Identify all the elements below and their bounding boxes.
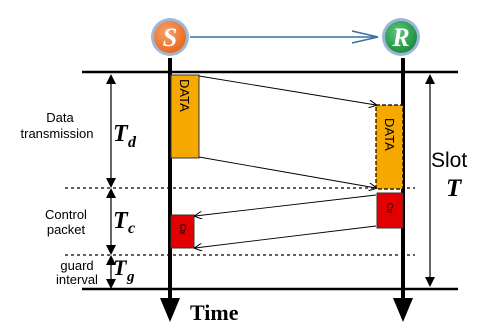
svg-text:d: d [128, 134, 137, 151]
receiver-time-axis [393, 58, 413, 322]
slot-label: Slot [431, 149, 467, 172]
tc-symbol: T c [113, 208, 135, 237]
control-packet-label-2: packet [47, 222, 86, 237]
control-end-propagation [195, 225, 377, 248]
link-arrowhead [351, 30, 379, 44]
guard-interval-label-1: guard [60, 258, 93, 273]
control-packet-received-label: Ctr [385, 203, 394, 214]
control-packet-sent-label: Ctr [178, 224, 187, 235]
data-transmission-label-1: Data [46, 110, 74, 125]
data-transmission-label-2: transmission [21, 126, 94, 141]
receiver-node: R [382, 18, 420, 56]
control-packet-label-1: Control [45, 207, 87, 222]
data-packet-sent: DATA [170, 74, 200, 159]
data-end-propagation [198, 156, 376, 188]
sender-node: S [151, 18, 189, 56]
receiver-letter: R [391, 23, 409, 52]
td-dimension [106, 74, 116, 188]
sender-time-axis [160, 58, 180, 322]
td-symbol: T d [113, 121, 137, 151]
control-packet-sent: Ctr [170, 214, 195, 249]
data-packet-sent-label: DATA [177, 79, 192, 112]
data-packet-received: DATA [375, 104, 404, 190]
svg-text:T: T [113, 208, 129, 234]
sender-letter: S [163, 23, 177, 52]
svg-text:T: T [113, 255, 128, 280]
data-packet-received-label: DATA [382, 118, 397, 151]
tg-symbol: T g [113, 255, 135, 285]
guard-interval-label-2: interval [56, 272, 98, 287]
slot-dimension [425, 74, 435, 287]
svg-text:T: T [113, 121, 129, 147]
time-axis-label: Time [190, 300, 239, 324]
data-start-propagation [198, 75, 376, 105]
svg-text:c: c [128, 220, 135, 237]
tc-dimension [106, 188, 116, 255]
control-packet-received: Ctr [376, 192, 404, 229]
slot-symbol: T [446, 175, 463, 202]
svg-text:g: g [126, 269, 135, 285]
tg-dimension [106, 255, 116, 289]
control-start-propagation [195, 194, 377, 216]
